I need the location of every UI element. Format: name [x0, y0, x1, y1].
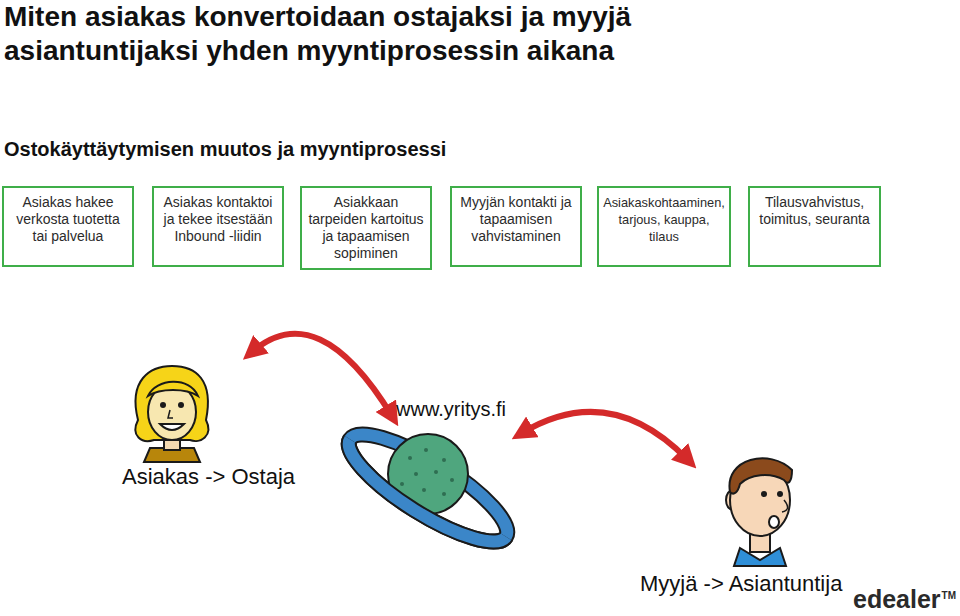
process-box: Asiakas kontaktoi ja tekee itsestään Inb… [152, 186, 284, 267]
seller-figure [726, 458, 792, 566]
step-text: Asiakas kontaktoi ja tekee itsestään Inb… [158, 194, 278, 245]
double-arrow [252, 334, 392, 416]
double-arrow [522, 412, 688, 460]
step-text: Asiakkaan tarpeiden kartoitus ja tapaami… [306, 194, 426, 262]
process-box: Asiakas hakee verkosta tuotetta tai palv… [2, 186, 134, 267]
process-box: Tilausvahvistus, toimitus, seuranta [748, 186, 881, 267]
trademark: TM [942, 590, 956, 601]
customer-figure [135, 366, 208, 462]
subheading: Ostokäyttäytymisen muutos ja myyntiprose… [4, 138, 446, 161]
logo-text: edealer [853, 585, 941, 614]
role-label: Asiakas -> Ostaja [122, 464, 295, 490]
step-text: Asiakaskohtaaminen, tarjous, kauppa, til… [603, 194, 725, 245]
role-label: Myyjä -> Asiantuntija [640, 571, 842, 597]
process-box: Asiakaskohtaaminen, tarjous, kauppa, til… [597, 186, 731, 267]
url-label: www.yritys.fi [396, 398, 506, 421]
step-text: Tilausvahvistus, toimitus, seuranta [754, 194, 875, 228]
heading: Miten asiakas konvertoidaan ostajaksi ja… [4, 0, 664, 68]
planet-icon [336, 417, 520, 559]
step-text: Myyjän kontakti ja tapaamisen vahvistami… [456, 194, 576, 245]
process-box: Asiakkaan tarpeiden kartoitus ja tapaami… [300, 186, 432, 270]
process-box: Myyjän kontakti ja tapaamisen vahvistami… [450, 186, 582, 267]
step-text: Asiakas hakee verkosta tuotetta tai palv… [8, 194, 128, 245]
